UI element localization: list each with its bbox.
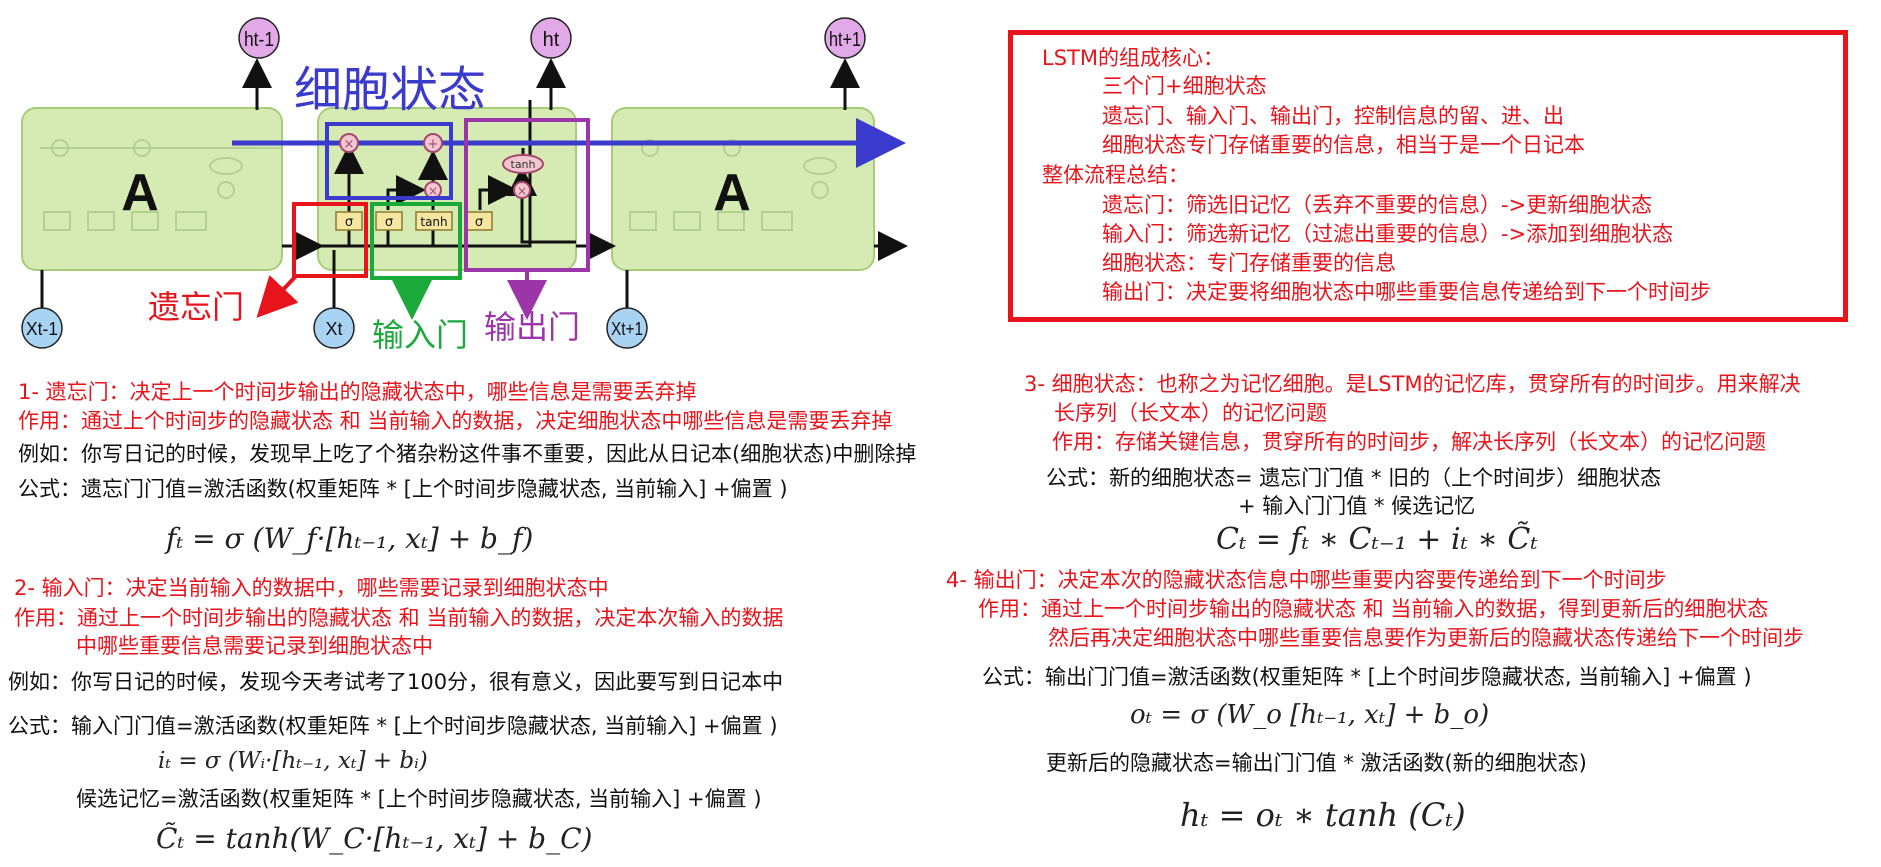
svg-text:×: × <box>517 184 527 198</box>
input-gate-label: 输入门 <box>372 316 468 354</box>
h-node-next: ht+1 <box>824 17 866 59</box>
summary-heading: 整体流程总结： <box>1042 163 1189 187</box>
output-role: 作用：通过上一个时间步输出的隐藏状态 和 当前输入的数据，得到更新后的细胞状态 <box>978 597 1769 621</box>
cell-formula: Cₜ = fₜ ∗ Cₜ₋₁ + iₜ ∗ C̃ₜ <box>1216 522 1538 557</box>
summary-item: 细胞状态：专门存储重要的信息 <box>1102 251 1396 275</box>
cell-formula-text: 公式：新的细胞状态= 遗忘门门值 * 旧的（上个时间步）细胞状态 <box>1046 466 1662 490</box>
summary-item: 三个门+细胞状态 <box>1102 74 1267 98</box>
hidden-formula: hₜ = oₜ ∗ tanh (Cₜ) <box>1180 796 1466 834</box>
forget-role: 作用：通过上个时间步的隐藏状态 和 当前输入的数据，决定细胞状态中哪些信息是需要… <box>18 409 893 433</box>
x-node-next: Xt+1 <box>606 307 648 349</box>
cell-inner-wiring <box>320 100 576 248</box>
svg-text:σ: σ <box>475 215 483 230</box>
svg-text:tanh: tanh <box>420 215 447 229</box>
svg-text:tanh: tanh <box>511 158 536 171</box>
cell-label-prev: A <box>121 164 159 222</box>
h-node-prev: ht-1 <box>238 17 280 59</box>
forget-title: 1- 遗忘门：决定上一个时间步输出的隐藏状态中，哪些信息是需要丢弃掉 <box>18 380 697 404</box>
candidate-formula: C̃ₜ = tanh(W_C·[hₜ₋₁, xₜ] + b_C) <box>156 822 593 855</box>
svg-text:+: + <box>428 137 439 152</box>
summary-item: 遗忘门：筛选旧记忆（丢弃不重要的信息）->更新细胞状态 <box>1102 193 1653 217</box>
x-node-cur: Xt <box>313 307 355 349</box>
summary-heading: LSTM的组成核心： <box>1042 46 1224 70</box>
svg-text:Xt-1: Xt-1 <box>26 319 58 339</box>
cell-title: 3- 细胞状态：也称之为记忆细胞。是LSTM的记忆库，贯穿所有的时间步。用来解决 <box>1024 372 1801 396</box>
svg-text:σ: σ <box>345 215 353 230</box>
forget-gate-pointer <box>256 274 299 318</box>
cell-label-next: A <box>713 164 751 222</box>
svg-text:ht-1: ht-1 <box>244 29 274 51</box>
h-node-cur: ht <box>530 17 572 59</box>
cell-role: 作用：存储关键信息，贯穿所有的时间步，解决长序列（长文本）的记忆问题 <box>1052 430 1766 454</box>
output-gate-label: 输出门 <box>484 308 580 346</box>
hidden-formula-text: 更新后的隐藏状态=输出门门值 * 激活函数(新的细胞状态) <box>1046 751 1587 775</box>
cell-prev: A <box>21 107 283 271</box>
x-node-prev: Xt-1 <box>21 307 63 349</box>
forget-gate-highlight <box>292 202 368 278</box>
forget-gate-label: 遗忘门 <box>148 288 244 326</box>
cell-formula-text-cont: + 输入门门值 * 候选记忆 <box>1238 494 1476 518</box>
candidate-formula-text: 候选记忆=激活函数(权重矩阵 * [上个时间步隐藏状态, 当前输入] +偏置 ) <box>76 787 762 811</box>
summary-item: 遗忘门、输入门、输出门，控制信息的留、进、出 <box>1102 104 1564 128</box>
input-formula: iₜ = σ (Wᵢ·[hₜ₋₁, xₜ] + bᵢ) <box>158 748 428 774</box>
input-formula-text: 公式：输入门门值=激活函数(权重矩阵 * [上个时间步隐藏状态, 当前输入] +… <box>8 714 778 738</box>
cell-next: A <box>611 107 875 271</box>
svg-text:ht+1: ht+1 <box>829 29 861 51</box>
cell-state-label: 细胞状态 <box>294 62 486 118</box>
svg-text:×: × <box>428 184 438 198</box>
gate-boxes: σ σ tanh σ <box>335 211 493 231</box>
summary-item: 细胞状态专门存储重要的信息，相当于是一个日记本 <box>1102 133 1585 157</box>
cell-state-highlight <box>325 122 453 200</box>
summary-item: 输出门：决定要将细胞状态中哪些重要信息传递给到下一个时间步 <box>1102 280 1711 304</box>
input-role-cont: 中哪些重要信息需要记录到细胞状态中 <box>76 634 433 658</box>
cell-title-cont: 长序列（长文本）的记忆问题 <box>1054 401 1327 425</box>
svg-text:×: × <box>344 137 355 152</box>
output-formula-text: 公式：输出门门值=激活函数(权重矩阵 * [上个时间步隐藏状态, 当前输入] +… <box>982 665 1752 689</box>
forget-example: 例如：你写日记的时候，发现早上吃了个猪杂粉这件事不重要，因此从日记本(细胞状态)… <box>18 442 917 466</box>
input-role: 作用：通过上一个时间步输出的隐藏状态 和 当前输入的数据，决定本次输入的数据 <box>14 606 784 630</box>
input-title: 2- 输入门：决定当前输入的数据中，哪些需要记录到细胞状态中 <box>14 576 609 600</box>
output-title: 4- 输出门：决定本次的隐藏状态信息中哪些重要内容要传递给到下一个时间步 <box>946 568 1667 592</box>
lstm-diagram: A A <box>21 17 908 354</box>
svg-text:ht: ht <box>543 29 560 51</box>
forget-formula: fₜ = σ (W_f·[hₜ₋₁, xₜ] + b_f) <box>166 522 534 555</box>
forget-formula-text: 公式：遗忘门门值=激活函数(权重矩阵 * [上个时间步隐藏状态, 当前输入] +… <box>18 477 788 501</box>
summary-box <box>1008 30 1848 322</box>
svg-text:σ: σ <box>385 215 393 230</box>
summary-item: 输入门：筛选新记忆（过滤出重要的信息）->添加到细胞状态 <box>1102 222 1674 246</box>
svg-text:Xt+1: Xt+1 <box>611 319 643 339</box>
pointwise-ops: × + × tanh × <box>339 133 544 199</box>
input-example: 例如：你写日记的时候，发现今天考试考了100分，很有意义，因此要写到日记本中 <box>8 670 784 694</box>
output-formula: oₜ = σ (W_o [hₜ₋₁, xₜ] + b_o) <box>1130 700 1490 730</box>
svg-text:Xt: Xt <box>325 319 342 339</box>
input-gate-highlight <box>370 202 462 280</box>
output-role-cont: 然后再决定细胞状态中哪些重要信息要作为更新后的隐藏状态传递给下一个时间步 <box>1048 626 1804 650</box>
